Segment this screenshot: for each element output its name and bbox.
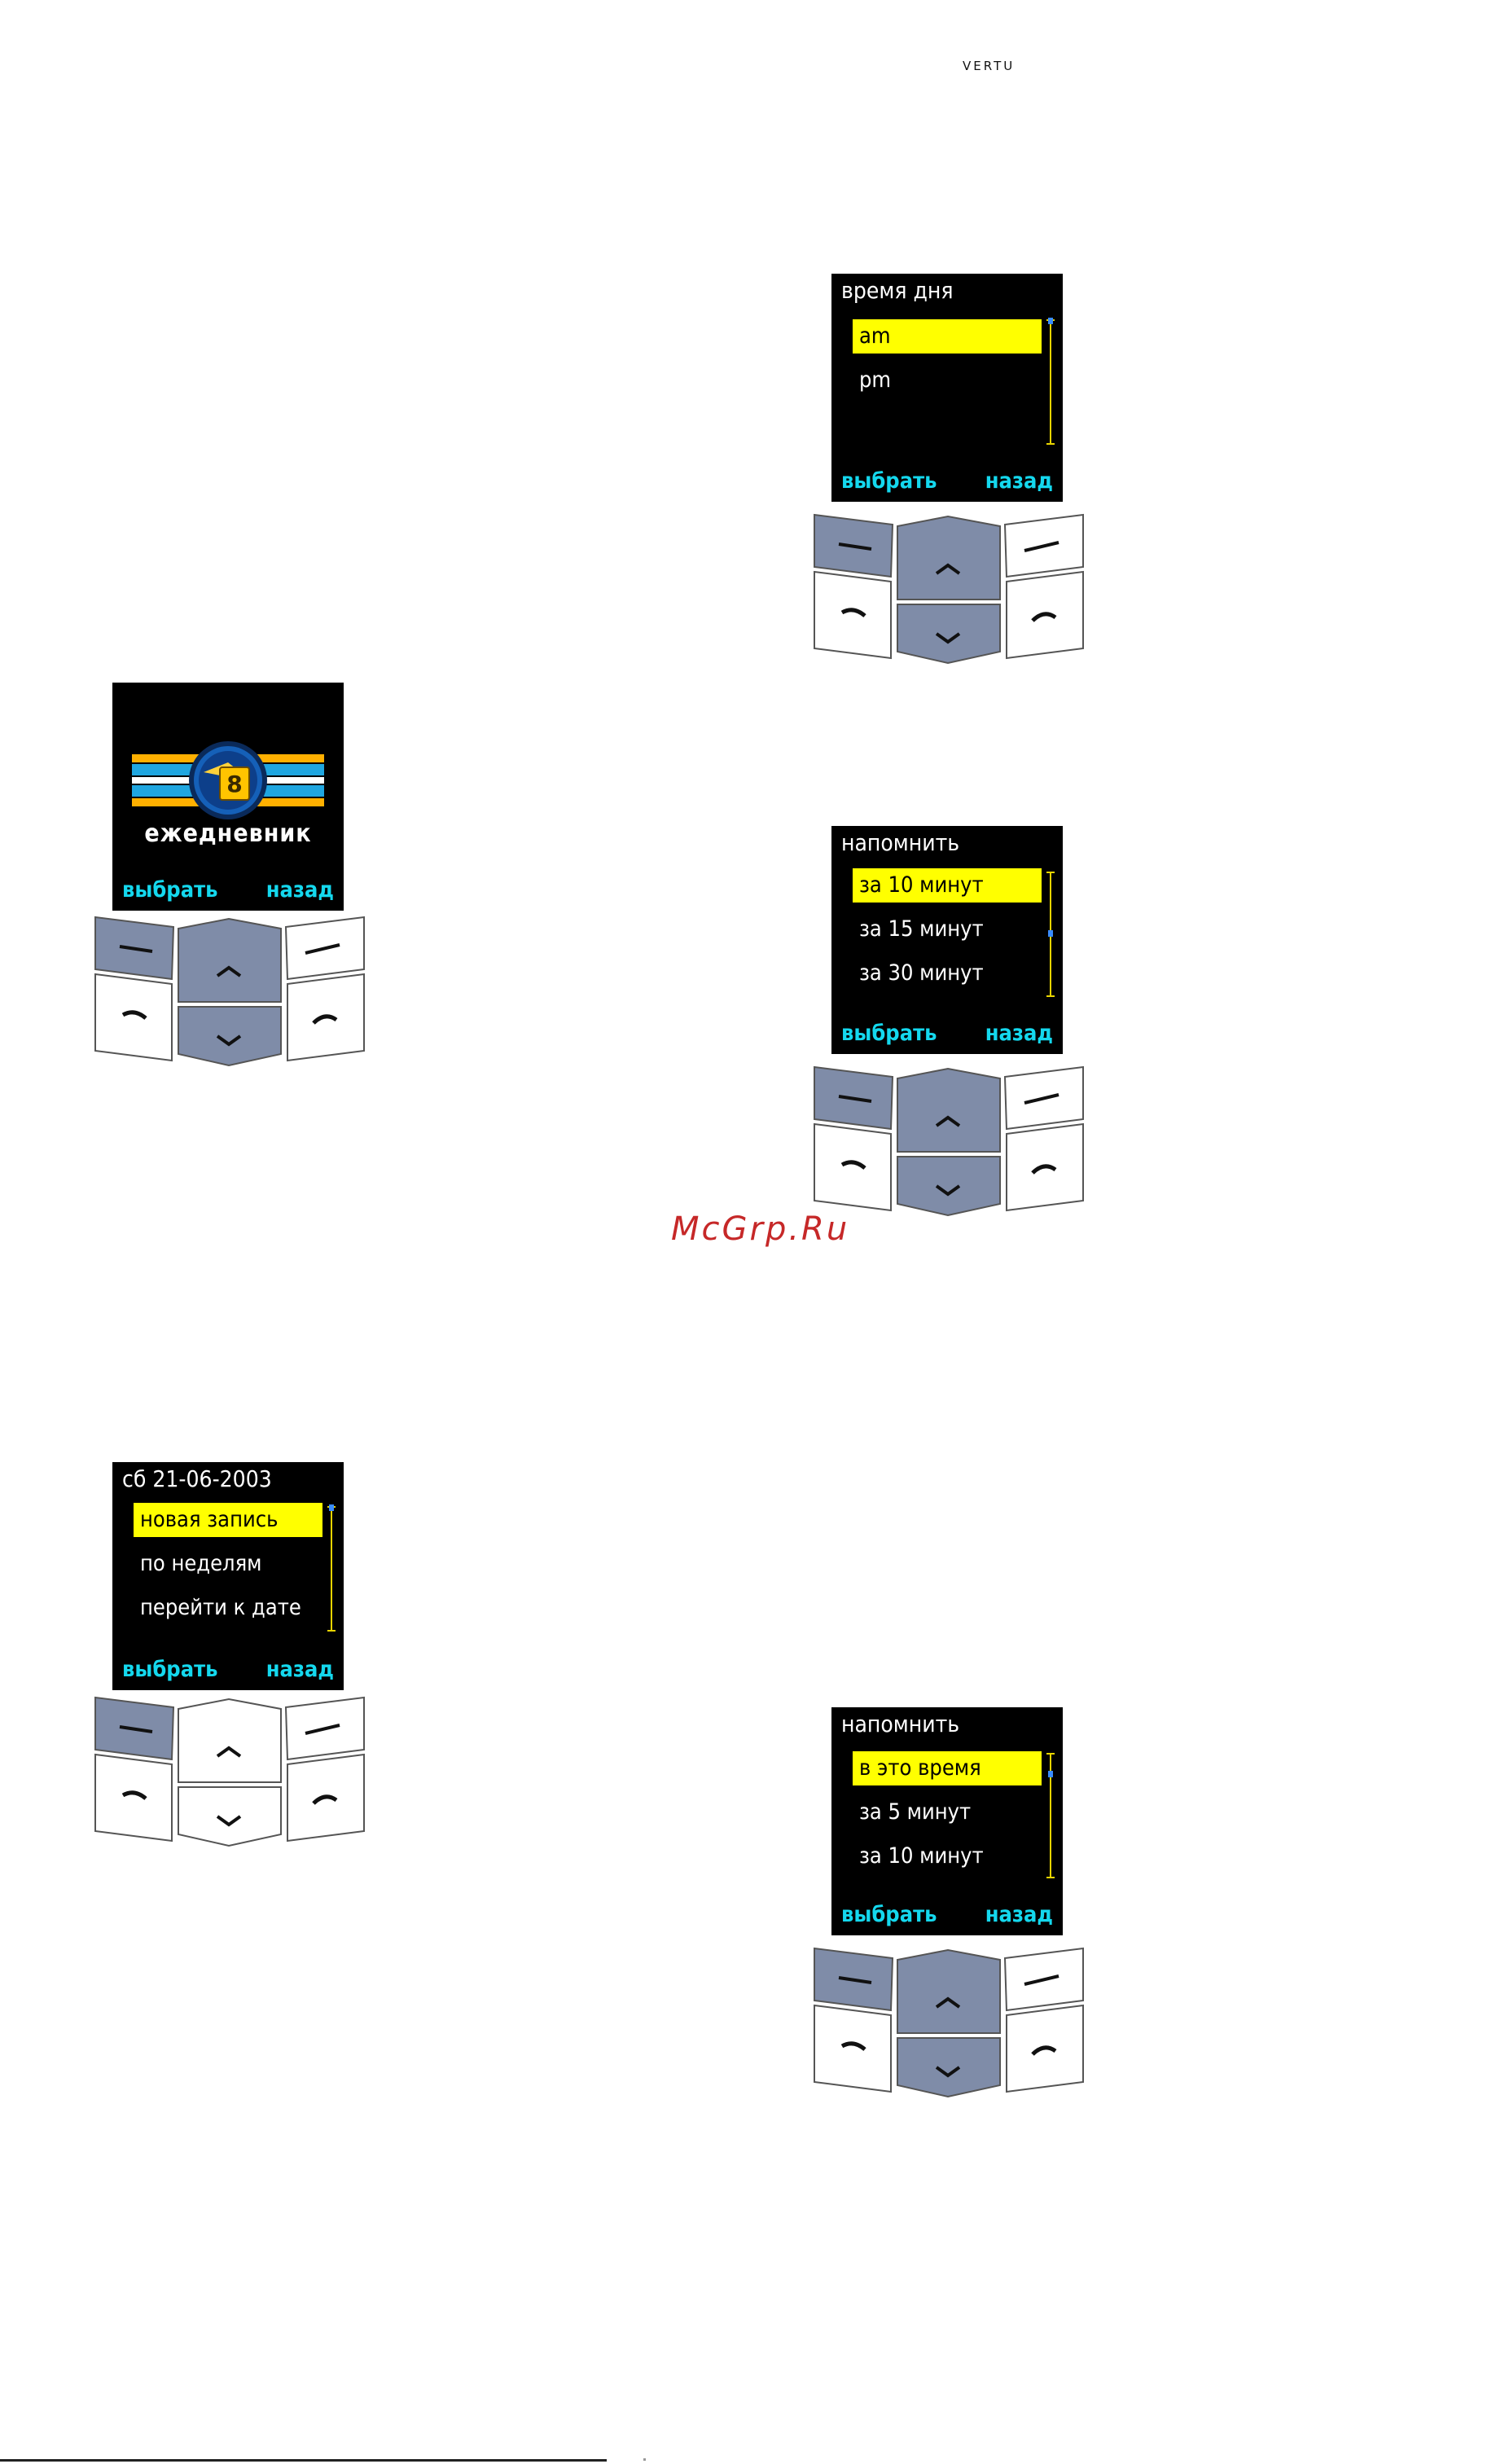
list-item[interactable]: am bbox=[853, 319, 1042, 354]
nav-down-button[interactable] bbox=[178, 1787, 281, 1846]
select-softkey[interactable]: выбрать bbox=[841, 1902, 937, 1927]
scrollbar[interactable] bbox=[331, 1508, 332, 1630]
select-softkey[interactable]: выбрать bbox=[122, 877, 218, 903]
keypad bbox=[811, 512, 1088, 666]
nav-up-button[interactable] bbox=[178, 1699, 281, 1782]
time-of-day-screen: время дня am pm выбрать назад bbox=[831, 274, 1063, 502]
back-softkey[interactable]: назад bbox=[985, 468, 1053, 494]
nav-down-button[interactable] bbox=[178, 1007, 281, 1065]
nav-down-button[interactable] bbox=[897, 604, 1000, 663]
screen-title: напомнить bbox=[841, 1711, 959, 1737]
nav-up-button[interactable] bbox=[897, 1950, 1000, 2033]
scrollbar-thumb[interactable] bbox=[329, 1504, 334, 1511]
date-list-screen: сб 21-06-2003 новая запись по неделям пе… bbox=[112, 1462, 344, 1690]
call-button[interactable] bbox=[814, 2005, 891, 2092]
nav-down-button[interactable] bbox=[897, 1157, 1000, 1215]
list-item[interactable]: за 10 минут bbox=[853, 1839, 1042, 1873]
back-softkey[interactable]: назад bbox=[266, 877, 334, 903]
footer-dot bbox=[643, 2458, 646, 2461]
list-item[interactable]: за 15 минут bbox=[853, 912, 1042, 947]
scrollbar-cap bbox=[1046, 995, 1055, 997]
scrollbar[interactable] bbox=[1050, 321, 1051, 443]
screen-title: время дня bbox=[841, 277, 954, 304]
list-item[interactable]: в это время bbox=[853, 1751, 1042, 1785]
scrollbar-cap bbox=[327, 1630, 336, 1632]
list-item[interactable]: за 30 минут bbox=[853, 956, 1042, 990]
nav-up-button[interactable] bbox=[897, 1069, 1000, 1152]
keypad bbox=[92, 1694, 369, 1849]
select-softkey[interactable]: выбрать bbox=[122, 1657, 218, 1682]
screen-title: напомнить bbox=[841, 829, 959, 856]
list-item[interactable]: перейти к дате bbox=[134, 1591, 322, 1625]
nav-up-button[interactable] bbox=[897, 516, 1000, 600]
scrollbar-cap bbox=[1046, 1877, 1055, 1878]
call-button[interactable] bbox=[814, 572, 891, 658]
list-item[interactable]: по неделям bbox=[134, 1547, 322, 1581]
call-button[interactable] bbox=[95, 974, 172, 1061]
list-item[interactable]: новая запись bbox=[134, 1503, 322, 1537]
scrollbar-thumb[interactable] bbox=[1048, 1771, 1053, 1777]
brand-logo: VERTU bbox=[963, 59, 1015, 73]
scrollbar-thumb[interactable] bbox=[1048, 318, 1053, 324]
back-softkey[interactable]: назад bbox=[985, 1902, 1053, 1927]
menu-label: ежедневник bbox=[112, 819, 344, 848]
select-softkey[interactable]: выбрать bbox=[841, 1021, 937, 1046]
calendar-book-icon: 8 bbox=[132, 740, 324, 821]
back-softkey[interactable]: назад bbox=[985, 1021, 1053, 1046]
list-item[interactable]: pm bbox=[853, 363, 1042, 397]
list-item[interactable]: за 5 минут bbox=[853, 1795, 1042, 1829]
nav-down-button[interactable] bbox=[897, 2038, 1000, 2097]
keypad bbox=[811, 1945, 1088, 2100]
nav-up-button[interactable] bbox=[178, 919, 281, 1002]
keypad bbox=[92, 914, 369, 1069]
call-button[interactable] bbox=[814, 1124, 891, 1210]
select-softkey[interactable]: выбрать bbox=[841, 468, 937, 494]
scrollbar-cap bbox=[1046, 443, 1055, 445]
svg-text:8: 8 bbox=[226, 771, 242, 797]
footer-rule bbox=[0, 2459, 607, 2462]
call-button[interactable] bbox=[95, 1755, 172, 1841]
list-item[interactable]: за 10 минут bbox=[853, 868, 1042, 903]
keypad bbox=[811, 1064, 1088, 1219]
back-softkey[interactable]: назад bbox=[266, 1657, 334, 1682]
menu-screen: 8 ежедневник выбрать назад bbox=[112, 683, 344, 911]
scrollbar-thumb[interactable] bbox=[1048, 930, 1053, 937]
screen-title: сб 21-06-2003 bbox=[122, 1465, 272, 1492]
reminder-screen: напомнить за 10 минут за 15 минут за 30 … bbox=[831, 826, 1063, 1054]
reminder-screen: напомнить в это время за 5 минут за 10 м… bbox=[831, 1707, 1063, 1935]
